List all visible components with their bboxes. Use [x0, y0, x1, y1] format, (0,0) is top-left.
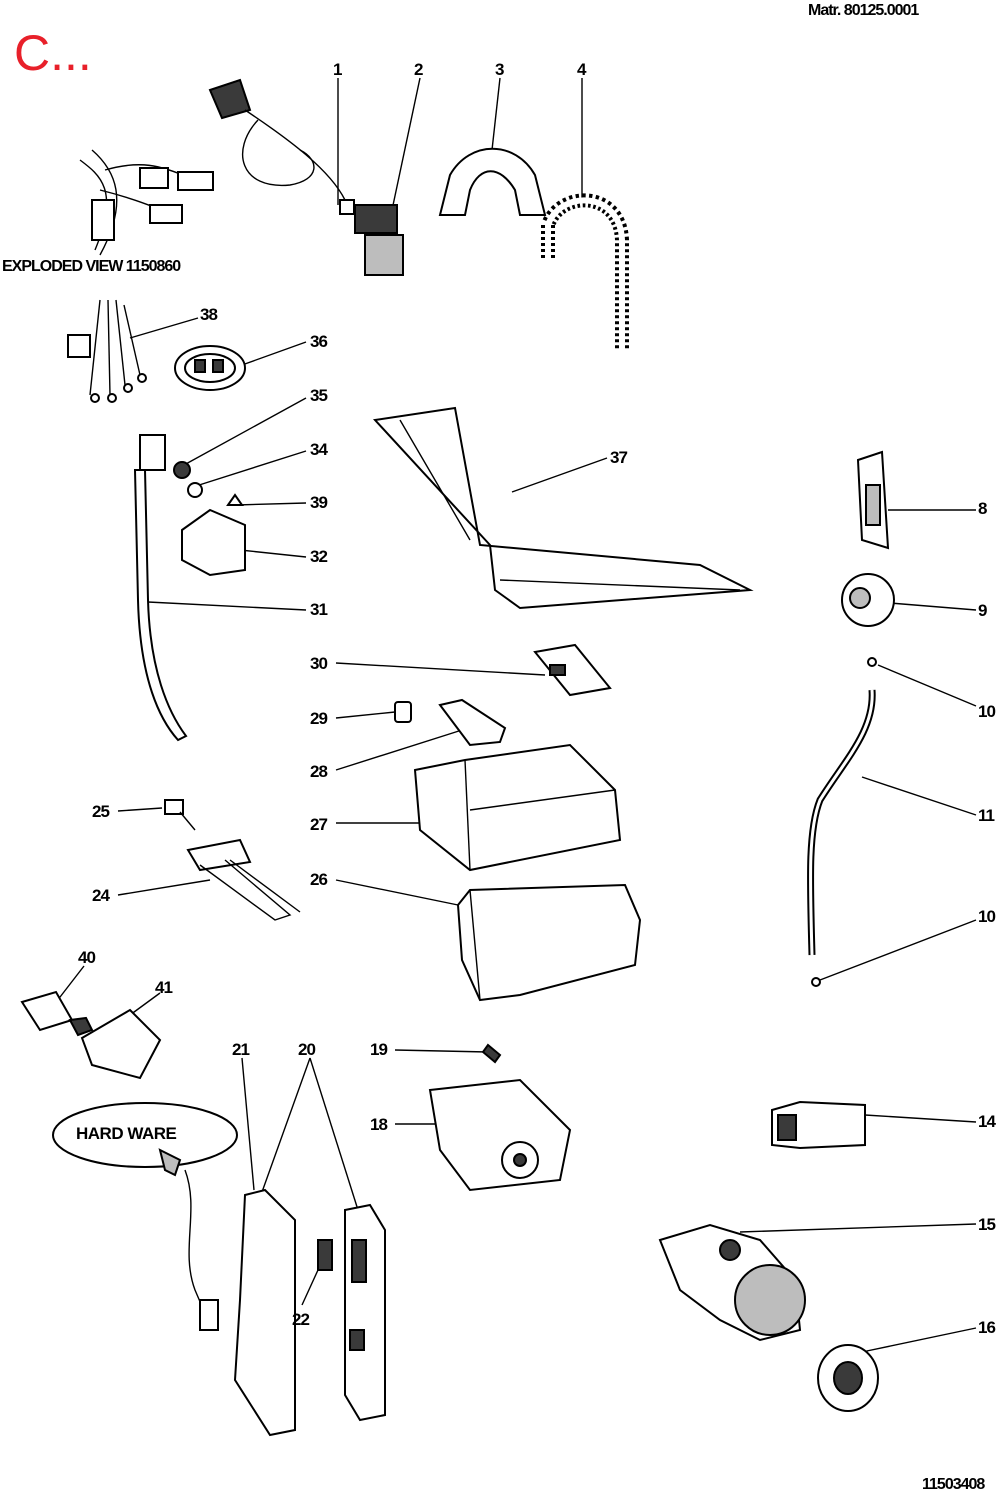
tube-clips-and-tube [806, 657, 877, 987]
grommet [174, 345, 246, 391]
drain-pump [658, 1223, 879, 1412]
hardware-label: HARD WARE [76, 1124, 177, 1143]
part-label-35: 35 [310, 386, 328, 405]
drain-tube-assembly [133, 434, 246, 742]
part-label-41: 41 [155, 978, 173, 997]
part-label-18: 18 [370, 1115, 388, 1134]
pressure-switch [841, 573, 895, 627]
part-label-30: 30 [310, 654, 328, 673]
top-panel [372, 406, 754, 610]
part-label-16: 16 [978, 1318, 996, 1337]
part-label-34: 34 [310, 440, 328, 459]
exploded-view-ref: EXPLODED VIEW 1150860 [2, 258, 181, 275]
part-label-27: 27 [310, 815, 328, 834]
motor [428, 1043, 572, 1192]
part-label-26: 26 [310, 870, 328, 889]
part-label-11: 11 [978, 806, 995, 825]
part-label-1: 1 [333, 60, 343, 79]
leader-lines [49, 77, 977, 1353]
part-label-24: 24 [92, 886, 110, 905]
part-label-37: 37 [610, 448, 628, 467]
mains-filter [354, 204, 404, 276]
part-label-25: 25 [92, 802, 110, 821]
hose-clamp [438, 147, 547, 216]
door-latch [856, 450, 890, 550]
part-label-2: 2 [414, 60, 424, 79]
part-label-10-upper: 10 [978, 702, 996, 721]
part-label-38: 38 [200, 305, 218, 324]
part-label-29: 29 [310, 709, 328, 728]
part-label-10-lower: 10 [978, 907, 996, 926]
dispenser-caps [394, 698, 507, 747]
part-label-31: 31 [310, 600, 328, 619]
wiring-harness [79, 149, 214, 256]
module-40-41 [20, 990, 162, 1080]
part-label-4: 4 [577, 60, 587, 79]
drawer-housing [456, 883, 642, 1002]
part-label-21: 21 [232, 1040, 250, 1059]
part-label-22: 22 [292, 1310, 310, 1329]
part-label-3: 3 [495, 60, 505, 79]
part-label-28: 28 [310, 762, 328, 781]
part-label-8: 8 [978, 499, 988, 518]
fill-hose [541, 193, 629, 350]
door-lock-14 [771, 1100, 866, 1150]
part-label-36: 36 [310, 332, 328, 351]
power-cord [208, 78, 355, 215]
wiring-harness-38 [67, 299, 147, 403]
part-label-32: 32 [310, 547, 328, 566]
heater-element [164, 799, 301, 921]
corner-label: C... [14, 25, 92, 81]
dispenser-part-30 [533, 643, 612, 697]
drawing-code: 11503408 [922, 1476, 985, 1493]
hardware-callout [52, 1102, 238, 1331]
part-label-19: 19 [370, 1040, 388, 1059]
part-label-9: 9 [978, 601, 988, 620]
part-label-15: 15 [978, 1215, 996, 1234]
part-label-39: 39 [310, 493, 328, 512]
detergent-drawer [413, 743, 622, 872]
part-label-14: 14 [978, 1112, 996, 1131]
part-label-20: 20 [298, 1040, 316, 1059]
matr-number: Matr. 80125.0001 [808, 2, 919, 19]
part-label-40: 40 [78, 948, 96, 967]
electronic-boards [233, 1188, 386, 1437]
